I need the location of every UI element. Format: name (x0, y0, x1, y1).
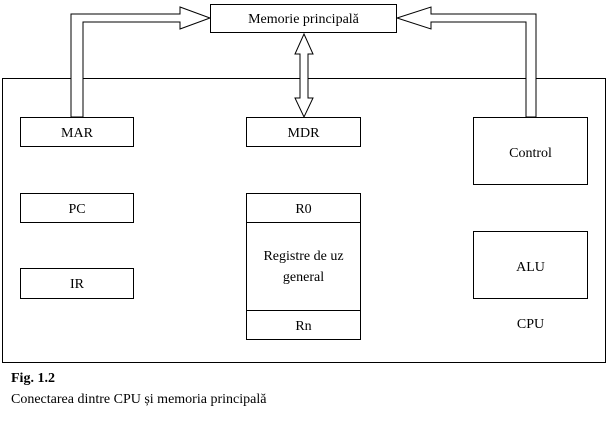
r0-label: R0 (295, 202, 311, 217)
mdr-memory-bidirectional-arrow (294, 32, 314, 119)
alu-box (473, 231, 588, 299)
control-box (473, 117, 588, 185)
mdr-box (246, 117, 361, 147)
cpu-label: CPU (517, 317, 544, 332)
mar-to-memory-arrow (70, 6, 212, 118)
alu-label: ALU (516, 260, 545, 275)
general-registers-label-line1: Registre de uz (263, 249, 343, 264)
general-registers-box (246, 193, 361, 340)
general-registers-label-line2: general (283, 270, 324, 285)
mar-box (20, 117, 134, 147)
mar-label: MAR (61, 126, 94, 141)
figure-caption-description: Conectarea dintre CPU și memoria princip… (11, 392, 267, 407)
pc-label: PC (68, 202, 85, 217)
control-label: Control (509, 146, 552, 161)
ir-box (20, 268, 134, 299)
main-memory-box (210, 4, 397, 33)
ir-label: IR (70, 277, 85, 292)
pc-box (20, 193, 134, 223)
control-to-memory-arrow (395, 6, 537, 118)
figure-caption-title: Fig. 1.2 (11, 371, 55, 386)
rn-label: Rn (295, 319, 311, 334)
mdr-label: MDR (288, 126, 321, 141)
main-memory-label: Memorie principală (248, 12, 360, 27)
